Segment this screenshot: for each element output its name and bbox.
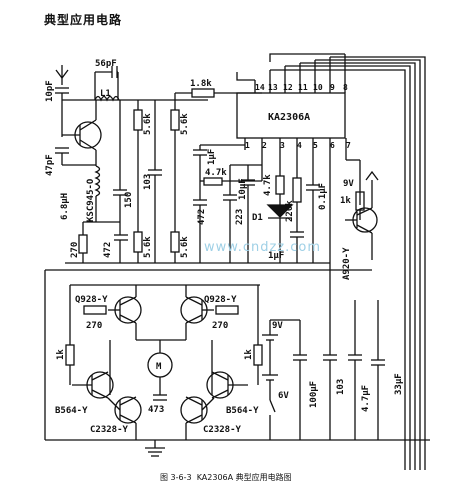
ic-name: KA2306A <box>268 112 310 123</box>
ic-pin-5: 5 <box>313 141 318 150</box>
ic-body <box>236 92 346 139</box>
ic-pin-11: 11 <box>298 83 308 92</box>
label-r-1k8: 1.8k <box>190 79 212 89</box>
label-c-47pf: 47pF <box>45 154 55 176</box>
label-9v-top: 9V <box>343 179 354 189</box>
label-c-33uf: 33μF <box>394 373 404 395</box>
label-r-270a: 270 <box>70 242 80 258</box>
label-c-100uf: 100μF <box>309 381 319 408</box>
label-c-0u1f: 0.1μF <box>318 183 328 210</box>
label-d1: D1 <box>252 213 263 223</box>
label-q-q928a: Q928-Y <box>75 295 108 305</box>
figure-caption-text: KA2306A 典型应用电路图 <box>196 473 292 482</box>
label-r-5k6d: 5.6k <box>180 236 190 258</box>
ic-pin-7: 7 <box>346 141 351 150</box>
label-motor: M <box>156 362 162 372</box>
label-q-ksc945: KSC945-O <box>86 178 96 222</box>
page-header: 典型应用电路 <box>44 13 123 27</box>
ic-pin-6: 6 <box>330 141 335 150</box>
label-r-270b: 270 <box>86 321 102 331</box>
figure-number: 图 3-6-3 <box>160 473 192 482</box>
label-r-220k: 220k <box>285 200 295 222</box>
label-r-4k7b: 4.7k <box>263 174 273 196</box>
ic-pin-12: 12 <box>283 83 293 92</box>
label-c-472b: 472 <box>197 209 207 225</box>
label-q-a920: A920-Y <box>342 247 352 280</box>
label-r-5k6c: 5.6k <box>143 236 153 258</box>
label-l-6u8h: 6.8μH <box>60 193 70 220</box>
label-c-150: 150 <box>124 192 134 208</box>
label-q-q928b: Q928-Y <box>204 295 237 305</box>
label-r-5k6a: 5.6k <box>143 113 153 135</box>
label-r-5k6b: 5.6k <box>180 113 190 135</box>
ic-pin-2: 2 <box>262 141 267 150</box>
label-q-b564a: B564-Y <box>55 406 88 416</box>
label-r-270c: 270 <box>212 321 228 331</box>
ic-pin-14: 14 <box>255 83 265 92</box>
ic-pin-3: 3 <box>280 141 285 150</box>
label-c-223: 223 <box>235 209 245 225</box>
watermark: www.cndzz.com <box>204 240 322 255</box>
label-l1: L1 <box>100 89 111 99</box>
label-batt-9v: 9V <box>272 321 283 331</box>
label-c-103b: 103 <box>336 379 346 395</box>
ic-pin-9: 9 <box>330 83 335 92</box>
label-r-1k-top: 1k <box>340 196 351 206</box>
ic-pin-4: 4 <box>297 141 302 150</box>
label-c-473: 473 <box>148 405 164 415</box>
figure-caption: 图 3-6-3 KA2306A 典型应用电路图 <box>160 472 292 483</box>
label-r-1k-right: 1k <box>244 349 254 360</box>
label-c-4u7f: 4.7μF <box>361 385 371 412</box>
label-r-1k-left: 1k <box>56 349 66 360</box>
label-c-56pf: 56pF <box>95 59 117 69</box>
label-c-10uf: 10μF <box>238 178 248 200</box>
ic-pin-8: 8 <box>343 83 348 92</box>
label-c-1uf-b: 1μF <box>268 251 284 261</box>
label-q-c2328b: C2328-Y <box>203 425 242 435</box>
ic-pin-1: 1 <box>245 141 250 150</box>
label-c-1uf-a: 1μF <box>207 149 217 165</box>
label-batt-6v: 6V <box>278 391 289 401</box>
label-q-c2328a: C2328-Y <box>90 425 129 435</box>
ic-pin-10: 10 <box>313 83 323 92</box>
ic-pin-13: 13 <box>268 83 278 92</box>
label-c-103a: 103 <box>143 174 153 190</box>
label-c-10pf: 10pF <box>45 80 55 102</box>
label-c-472a: 472 <box>103 242 113 258</box>
label-r-4k7a: 4.7k <box>205 168 227 178</box>
label-q-b564b: B564-Y <box>226 406 259 416</box>
